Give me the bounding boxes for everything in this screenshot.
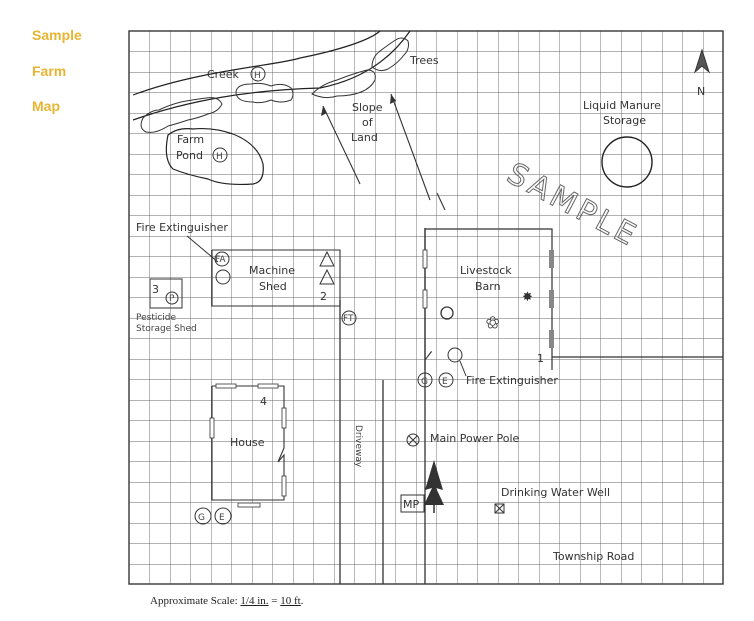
liquid-manure-tank — [601, 136, 653, 188]
farm-pond-label-2: Pond — [176, 149, 203, 162]
liquid-manure-label-2: Storage — [603, 114, 646, 127]
pesticide-icon: P — [169, 294, 175, 304]
warning-triangle-icon — [319, 250, 335, 267]
slope-label: Slope — [352, 101, 383, 114]
farm-pond — [165, 127, 264, 186]
title-sample: Sample — [32, 27, 82, 43]
warning-triangle-icon — [319, 268, 335, 285]
drinking-water-well-label: Drinking Water Well — [501, 486, 610, 499]
pesticide-shed-outline — [149, 278, 183, 309]
creek-bank-north — [132, 30, 381, 96]
machine-shed-outline — [211, 249, 341, 307]
sprinkler-icon: ✸ — [522, 289, 533, 304]
building-number-1: 1 — [537, 352, 544, 365]
township-road-label: Township Road — [552, 550, 634, 563]
house-outline — [211, 385, 285, 501]
north-arrow-icon — [693, 48, 711, 74]
fuel-tank-icon: FT — [343, 314, 354, 324]
machine-shed-label: Machine — [249, 264, 295, 277]
tree-cluster — [140, 97, 223, 133]
hazard-icon: H — [216, 152, 223, 162]
gas-shutoff-icon: G — [198, 513, 205, 523]
hazard-icon: H — [254, 71, 261, 81]
mp-box — [400, 494, 425, 513]
title-farm: Farm — [32, 63, 67, 79]
building-number-4: 4 — [260, 395, 267, 408]
mp-label: MP — [403, 498, 419, 511]
pesticide-label: Pesticide — [136, 313, 177, 323]
title-map: Map — [32, 98, 60, 114]
fire-extinguisher-shed-label: Fire Extinguisher — [136, 221, 228, 234]
main-power-pole-label: Main Power Pole — [430, 432, 520, 445]
driveway-label: Driveway — [353, 425, 363, 468]
scale-note: Approximate Scale: 1/4 in. = 10 ft. — [150, 595, 304, 607]
house-label: House — [230, 436, 265, 449]
building-number-3: 3 — [152, 283, 159, 296]
building-number-2: 2 — [320, 290, 327, 303]
gas-shutoff-icon: G — [421, 377, 428, 387]
creek-bank-south — [132, 30, 411, 121]
trees-label: Trees — [409, 54, 439, 67]
tree-cluster — [311, 69, 376, 99]
livestock-barn-label: Livestock — [460, 264, 512, 277]
pine-tree-icon — [424, 460, 444, 505]
slope-label-3: Land — [351, 131, 378, 144]
fire-extinguisher-icon — [447, 347, 463, 363]
well-icon — [494, 503, 505, 514]
trees-cluster — [371, 37, 409, 72]
flower-icon: ✿ — [486, 315, 499, 332]
pesticide-label-2: Storage Shed — [136, 324, 197, 334]
slope-label-2: of — [362, 116, 374, 129]
north-label: N — [697, 85, 705, 98]
farm-pond-label: Farm — [177, 133, 204, 146]
barn-circle-icon — [440, 306, 454, 320]
creek-label: Creek — [207, 68, 239, 81]
machine-shed-label-2: Shed — [259, 280, 287, 293]
electric-shutoff-icon: E — [219, 513, 225, 523]
fire-extinguisher-icon — [215, 269, 231, 285]
electric-shutoff-icon: E — [442, 377, 448, 387]
fire-extinguisher-barn-label: Fire Extinguisher — [466, 374, 558, 387]
map-border — [128, 30, 724, 585]
tree-cluster — [235, 82, 294, 104]
power-pole-icon — [406, 433, 420, 447]
fire-alarm-icon: FA — [215, 255, 226, 265]
liquid-manure-label: Liquid Manure — [583, 99, 661, 112]
livestock-barn-label-2: Barn — [475, 280, 501, 293]
